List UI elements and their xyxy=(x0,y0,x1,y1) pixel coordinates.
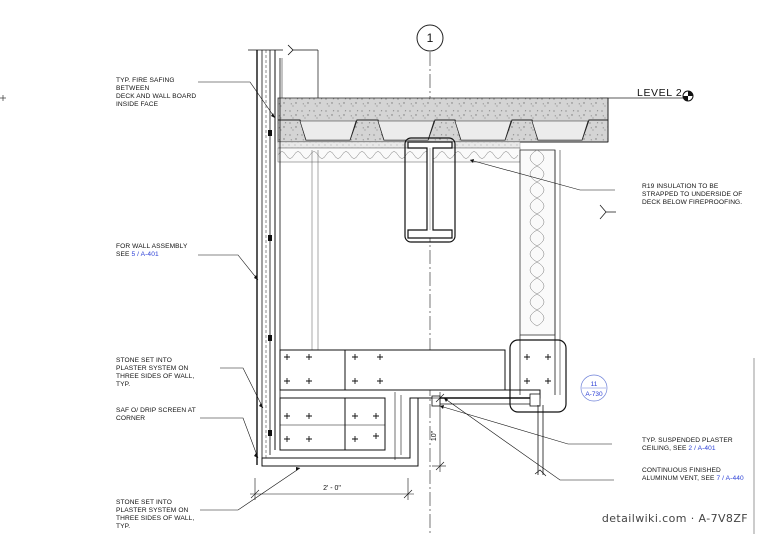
dimension-vertical-label: 10" xyxy=(431,430,438,441)
left-note-line: PLASTER SYSTEM ON xyxy=(116,365,189,372)
dimension-horizontal-label: 2' - 0" xyxy=(323,485,341,492)
right-note-reference[interactable]: 7 / A-440 xyxy=(716,475,744,482)
left-note-line: TYP. FIRE SAFING xyxy=(116,77,175,84)
vertical-insulation-batt xyxy=(519,149,561,395)
detail-tag: 11 A-730 xyxy=(580,374,608,402)
right-note-line: TYP. SUSPENDED PLASTER xyxy=(642,437,733,444)
level-label: LEVEL 2 xyxy=(637,87,682,99)
left-note-line: THREE SIDES OF WALL, xyxy=(116,373,194,380)
right-note-reference[interactable]: 2 / A-401 xyxy=(688,445,716,452)
left-note-line: STONE SET INTO xyxy=(116,357,172,364)
left-note-line: THREE SIDES OF WALL, xyxy=(116,515,194,522)
dimension-horizontal xyxy=(250,478,414,500)
grid-line-1: 1 xyxy=(416,24,444,534)
steel-beam xyxy=(404,137,456,243)
exterior-wall-assembly xyxy=(248,44,319,465)
dimension-vertical xyxy=(432,392,446,472)
detail-tag-sheet: A-730 xyxy=(585,391,603,398)
level-target-icon xyxy=(682,90,694,102)
detail-callout-boundary xyxy=(509,339,567,413)
left-note-line: PLASTER SYSTEM ON xyxy=(116,507,189,514)
leader-lines xyxy=(198,81,615,511)
left-note-line: INSIDE FACE xyxy=(116,101,159,108)
right-note-line: STRAPPED TO UNDERSIDE OF xyxy=(642,191,742,198)
left-note-line: SEE xyxy=(116,251,131,258)
left-note-line: FOR WALL ASSEMBLY xyxy=(116,243,188,250)
right-note-line: R19 INSULATION TO BE xyxy=(642,183,719,190)
plaster-soffit xyxy=(261,389,547,477)
level-marker: LEVEL 2 xyxy=(600,87,694,102)
left-note-line: STONE SET INTO xyxy=(116,499,172,506)
left-note-line: TYP. xyxy=(116,523,130,530)
right-note-line: CONTINUOUS FINISHED xyxy=(642,467,721,474)
left-note-line: SAF O/ DRIP SCREEN AT xyxy=(116,407,196,414)
left-note-line: BETWEEN xyxy=(116,85,149,92)
stone-panels xyxy=(279,349,551,451)
left-note-line: TYP. xyxy=(116,381,130,388)
grid-label: 1 xyxy=(427,31,434,45)
left-note-line: DECK AND WALL BOARD xyxy=(116,93,196,100)
left-note-line: CORNER xyxy=(116,415,145,422)
grid-bubble xyxy=(416,24,444,52)
spray-fireproofing xyxy=(277,141,521,149)
leader-arrowheads xyxy=(254,113,474,471)
r19-insulation-under-deck xyxy=(277,147,521,163)
right-note-line: DECK BELOW FIREPROOFING. xyxy=(642,199,742,206)
right-note-line: CEILING, SEE xyxy=(642,445,688,452)
right-note-line: ALUMINUM VENT, SEE xyxy=(642,475,716,482)
detail-tag-number: 11 xyxy=(591,381,598,388)
left-note-reference[interactable]: 5 / A-401 xyxy=(131,251,159,258)
watermark: detailwiki.com · A-7V8ZF xyxy=(602,512,748,525)
